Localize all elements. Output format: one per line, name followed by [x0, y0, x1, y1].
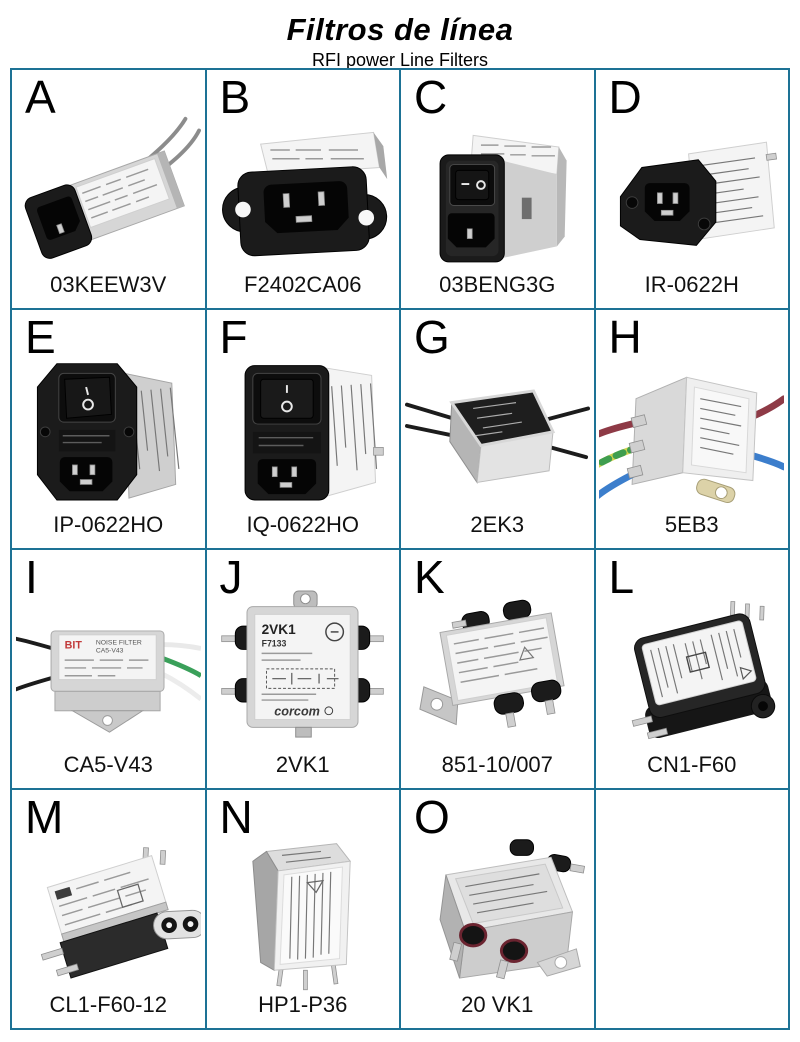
cell-letter-k: K [414, 551, 445, 603]
part-number-c: 03BENG3G [439, 272, 556, 297]
product-image-03beng3g [401, 98, 594, 273]
product-image-ir0622h [596, 98, 789, 273]
cell-m: M [12, 790, 205, 1028]
part-number-o: 20 VK1 [461, 992, 534, 1017]
product-image-5eb3 [596, 338, 789, 513]
cell-b: B [206, 70, 400, 308]
product-image-cn1f60 [596, 578, 789, 753]
device-model-text: 2VK1 [262, 621, 297, 636]
page-title: Filtros de línea [286, 12, 514, 47]
part-number-k: 851-10/007 [441, 752, 553, 777]
cell-d: D IR-0622H [595, 70, 789, 308]
cell-c: C 03BENG3G [401, 70, 594, 308]
device-label-line2: CA5-V43 [96, 647, 124, 654]
cell-j: J 2VK1 F7133 [206, 550, 400, 788]
cell-letter-j: J [219, 551, 243, 603]
cell-letter-l: L [608, 551, 635, 603]
product-image-ca5v43: BIT NOISE FILTER CA5-V43 [12, 578, 205, 753]
product-image-f2402ca06 [207, 98, 400, 273]
cell-letter-g: G [414, 311, 450, 363]
cell-letter-i: I [25, 551, 38, 603]
cell-g: G 2EK3 [401, 310, 594, 548]
page-header: Filtros de línea RFI power Line Filters [0, 0, 800, 71]
part-number-i: CA5-V43 [63, 752, 153, 777]
product-grid: A [10, 68, 790, 1030]
product-image-hp1p36 [207, 818, 400, 993]
part-number-b: F2402CA06 [244, 272, 362, 297]
cell-letter-o: O [414, 791, 450, 843]
part-number-e: IP-0622HO [53, 512, 164, 537]
cell-letter-n: N [219, 791, 253, 843]
cell-a: A [12, 70, 205, 308]
device-code-text: F7133 [262, 638, 287, 648]
cell-n: N HP1-P36 [206, 790, 400, 1028]
cell-f: F IQ-0622HO [206, 310, 400, 548]
part-number-d: IR-0622H [644, 272, 739, 297]
product-image-iq0622ho [207, 338, 400, 513]
cell-letter-h: H [608, 311, 642, 363]
product-image-ip0622ho [12, 338, 205, 513]
part-number-l: CN1-F60 [647, 752, 737, 777]
cell-i: I BIT NOISE FILTER CA5-V43 [12, 550, 205, 788]
cell-e: E IP-0622HO [12, 310, 205, 548]
cell-letter-a: A [25, 71, 56, 123]
product-image-03keew3v [12, 98, 205, 273]
device-brand-logo: corcom [275, 704, 321, 718]
product-image-2ek3 [401, 338, 594, 513]
part-number-j: 2VK1 [275, 752, 330, 777]
cell-letter-m: M [25, 791, 64, 843]
product-image-85110007 [401, 578, 594, 753]
cell-o: O [401, 790, 594, 1028]
device-label-line1: NOISE FILTER [96, 639, 142, 646]
product-image-20vk1 [401, 818, 594, 993]
cell-letter-d: D [608, 71, 642, 123]
cell-h: H [595, 310, 789, 548]
cell-letter-f: F [219, 311, 248, 363]
part-number-g: 2EK3 [470, 512, 525, 537]
part-number-f: IQ-0622HO [246, 512, 360, 537]
cell-letter-b: B [219, 71, 251, 123]
part-number-n: HP1-P36 [258, 992, 348, 1017]
cell-letter-c: C [414, 71, 448, 123]
product-image-cl1f6012 [12, 818, 205, 993]
part-number-m: CL1-F60-12 [49, 992, 167, 1017]
cell-empty [595, 790, 788, 1028]
cell-k: K [401, 550, 594, 788]
device-brand-text: BIT [64, 639, 82, 651]
product-image-2vk1: 2VK1 F7133 corcom [207, 578, 400, 753]
part-number-a: 03KEEW3V [50, 272, 167, 297]
part-number-h: 5EB3 [664, 512, 719, 537]
cell-l: L [595, 550, 789, 788]
cell-letter-e: E [25, 311, 56, 363]
page-subtitle: RFI power Line Filters [311, 50, 489, 70]
